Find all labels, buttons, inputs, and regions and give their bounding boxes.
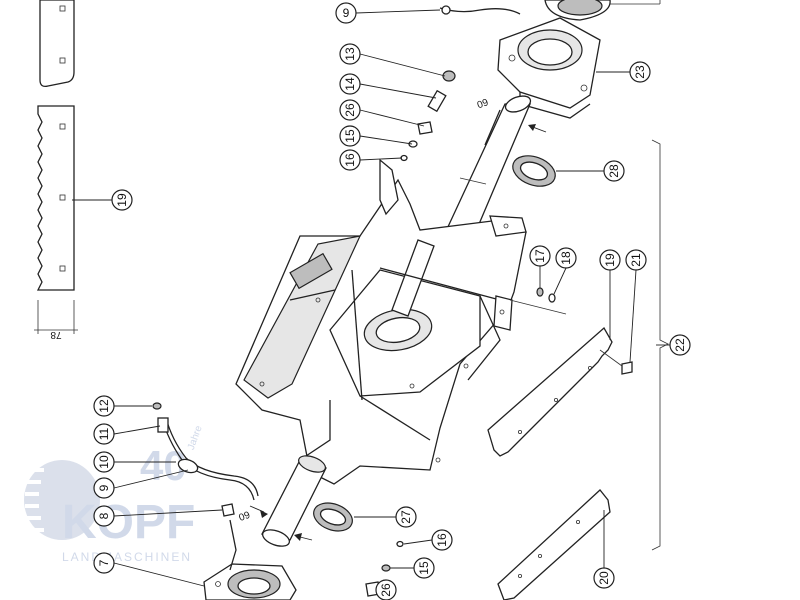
- callout-18: 18: [555, 247, 577, 269]
- svg-text:13: 13: [343, 47, 357, 61]
- svg-text:28: 28: [607, 164, 621, 178]
- bracket-group-22: [651, 139, 669, 551]
- callout-11: 11: [93, 423, 115, 445]
- callout-26-top: 26: [339, 99, 361, 121]
- svg-text:10: 10: [97, 455, 111, 469]
- callout-26-bottom: 26: [375, 579, 397, 600]
- callout-15-bottom: 15: [413, 557, 435, 579]
- svg-text:16: 16: [343, 153, 357, 167]
- svg-text:19: 19: [115, 193, 129, 207]
- callout-13: 13: [339, 43, 361, 65]
- svg-text:26: 26: [379, 583, 393, 597]
- callout-19-right: 19: [599, 249, 621, 271]
- seal-ring-27: [313, 502, 353, 532]
- callout-16-top: 16: [339, 149, 361, 171]
- dimension-78: 78: [34, 300, 78, 340]
- svg-text:19: 19: [603, 253, 617, 267]
- callout-27: 27: [395, 506, 417, 528]
- tractor-tire-icon: [24, 460, 100, 540]
- svg-text:14: 14: [343, 77, 357, 91]
- svg-text:21: 21: [629, 253, 643, 267]
- bearing-housing-bottom: [203, 563, 297, 600]
- svg-text:27: 27: [399, 510, 413, 524]
- grease-nipple-stack-top: [400, 70, 456, 162]
- callout-16-bottom: 16: [431, 529, 453, 551]
- scraper-strip-top: [39, 0, 75, 88]
- straight-blade-right: [497, 489, 611, 600]
- callout-12: 12: [93, 395, 115, 417]
- hydraulic-hose-left: [152, 402, 259, 571]
- direction-arrows: [249, 124, 547, 541]
- svg-text:9: 9: [343, 6, 350, 20]
- callout-28: 28: [603, 160, 625, 182]
- leader-lines: [72, 9, 670, 593]
- svg-text:15: 15: [343, 129, 357, 143]
- svg-text:11: 11: [97, 427, 111, 440]
- dimension-60-top: 60: [475, 95, 490, 109]
- bearing-ring-top-partial: [544, 0, 611, 21]
- svg-text:15: 15: [417, 561, 431, 575]
- seal-ring-28: [512, 155, 556, 187]
- serrated-blade-right: [487, 326, 613, 457]
- hose-top: [439, 5, 521, 15]
- svg-text:17: 17: [533, 249, 547, 263]
- scraper-strip-serrated: [36, 105, 75, 291]
- callout-9-top: 9: [335, 2, 357, 24]
- svg-text:12: 12: [97, 399, 111, 413]
- callout-20: 20: [593, 567, 615, 589]
- callout-7: 7: [93, 552, 115, 574]
- callout-23: 23: [629, 61, 651, 83]
- callout-9-bottom: 9: [93, 477, 115, 499]
- bearing-housing-top: [497, 17, 601, 119]
- callout-17: 17: [529, 245, 551, 267]
- svg-text:22: 22: [673, 338, 687, 352]
- bracket-lines-top-right: [610, 0, 661, 5]
- callout-21: 21: [625, 249, 647, 271]
- dimension-60-bottom-label: 60: [237, 508, 252, 522]
- dimension-60-bottom: 60: [237, 508, 252, 522]
- bolt-21: [599, 349, 633, 375]
- bolt-17-18: [509, 287, 567, 315]
- svg-text:7: 7: [97, 559, 111, 566]
- callout-19-left: 19: [111, 189, 133, 211]
- svg-text:8: 8: [97, 512, 111, 519]
- svg-text:23: 23: [633, 65, 647, 79]
- svg-text:18: 18: [559, 251, 573, 265]
- dimension-78-label: 78: [50, 329, 62, 340]
- dimension-60-top-label: 60: [475, 95, 490, 109]
- callout-10: 10: [93, 451, 115, 473]
- watermark-jahre: Jahre: [186, 424, 205, 452]
- svg-text:16: 16: [435, 533, 449, 547]
- svg-text:26: 26: [343, 103, 357, 117]
- watermark-brand: KOPF: [62, 496, 195, 549]
- svg-text:20: 20: [597, 571, 611, 585]
- watermark-subtitle: LANDMASCHINEN: [62, 550, 192, 564]
- main-frame-body: [235, 95, 532, 547]
- callout-15-top: 15: [339, 125, 361, 147]
- callout-22: 22: [669, 334, 691, 356]
- svg-text:9: 9: [97, 484, 111, 491]
- callout-14: 14: [339, 73, 361, 95]
- callout-8: 8: [93, 505, 115, 527]
